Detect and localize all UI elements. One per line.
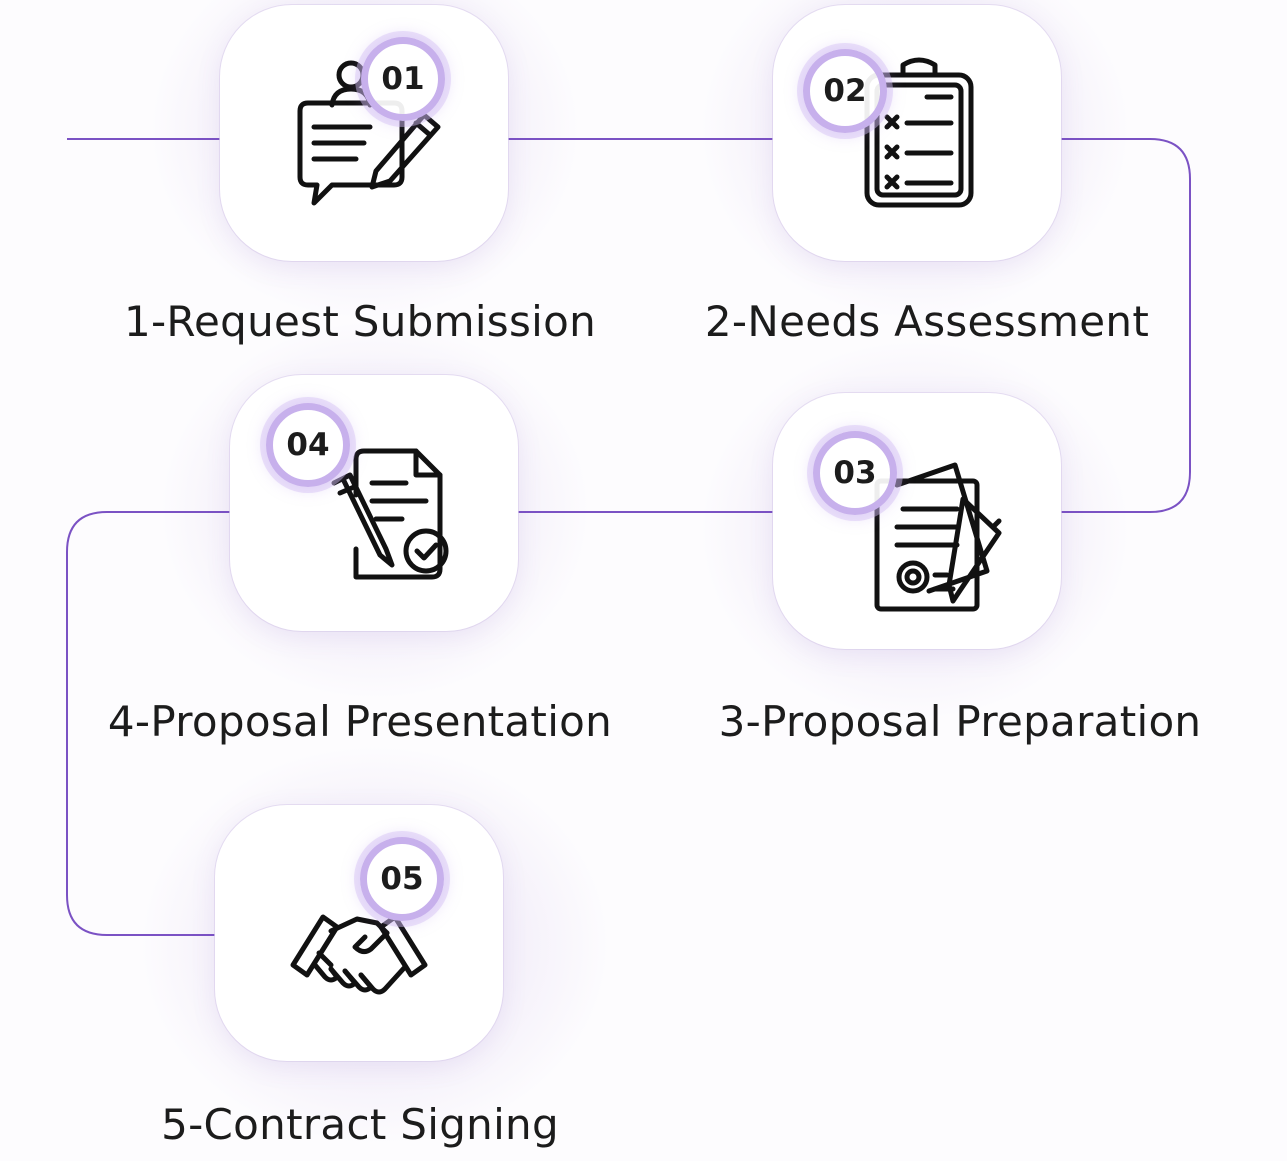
step-label-5: 5-Contract Signing <box>161 1100 559 1149</box>
step-label-2: 2-Needs Assessment <box>704 297 1150 346</box>
step-label-4: 4-Proposal Presentation <box>107 697 613 746</box>
document-pen-icon <box>874 462 1002 612</box>
step-number-badge: 05 <box>360 837 444 921</box>
step-card-1: 01 <box>220 5 508 261</box>
step-card-2: 02 <box>773 5 1061 261</box>
step-card-5: 05 <box>215 805 503 1061</box>
step-card-3: 03 <box>773 393 1061 649</box>
handshake-icon <box>290 914 428 995</box>
connector-path <box>66 138 1191 936</box>
step-label-3: 3-Proposal Preparation <box>718 697 1202 746</box>
step-number-badge: 02 <box>803 49 887 133</box>
step-card-4: 04 <box>230 375 518 631</box>
step-number-badge: 04 <box>266 403 350 487</box>
approved-document-icon <box>331 448 449 580</box>
step-number-badge: 01 <box>361 37 445 121</box>
clipboard-checklist-icon <box>864 57 974 208</box>
step-number-badge: 03 <box>813 431 897 515</box>
step-label-1: 1-Request Submission <box>123 297 597 346</box>
